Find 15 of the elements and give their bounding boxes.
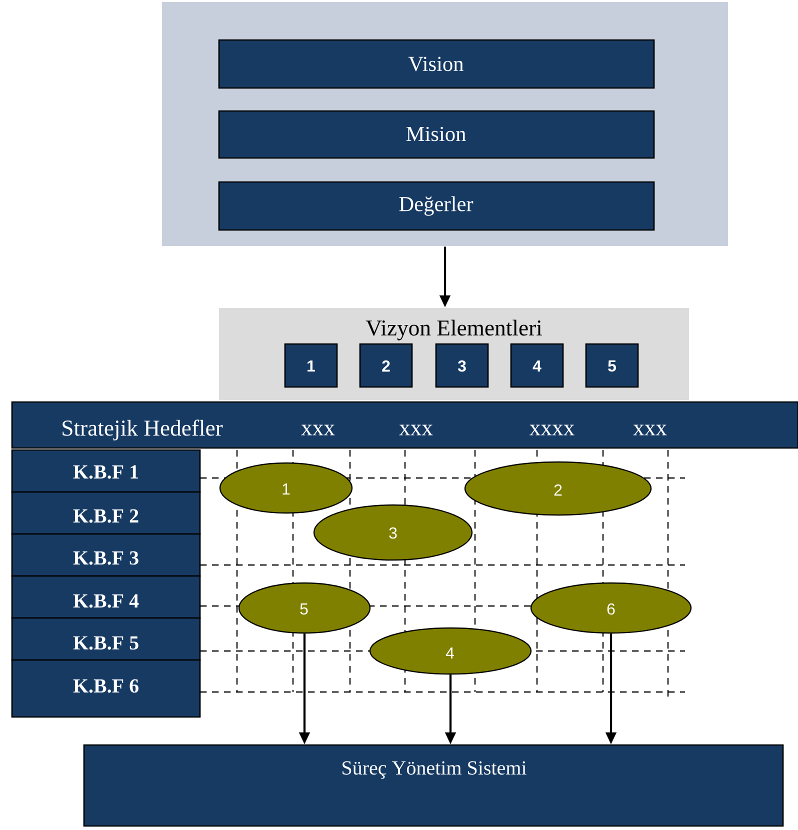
number-box: 3 — [435, 343, 489, 388]
row-header-box: K.B.F 2 — [11, 491, 201, 535]
label-bar: Değerler — [218, 181, 655, 231]
number-box: 2 — [359, 343, 413, 388]
number-box: 5 — [585, 343, 639, 388]
row-header-box: K.B.F 6 — [11, 659, 201, 718]
label-bar: Vision — [218, 39, 655, 89]
row-header-box: K.B.F 4 — [11, 575, 201, 619]
row-header-box: K.B.F 3 — [11, 533, 201, 577]
number-box: 4 — [510, 343, 564, 388]
row-header-box: K.B.F 5 — [11, 617, 201, 661]
number-box: 1 — [284, 343, 338, 388]
label-bar: Mision — [218, 110, 655, 159]
system-box: Süreç Yönetim Sistemi — [83, 744, 784, 827]
row-header-box: K.B.F 1 — [11, 449, 201, 493]
